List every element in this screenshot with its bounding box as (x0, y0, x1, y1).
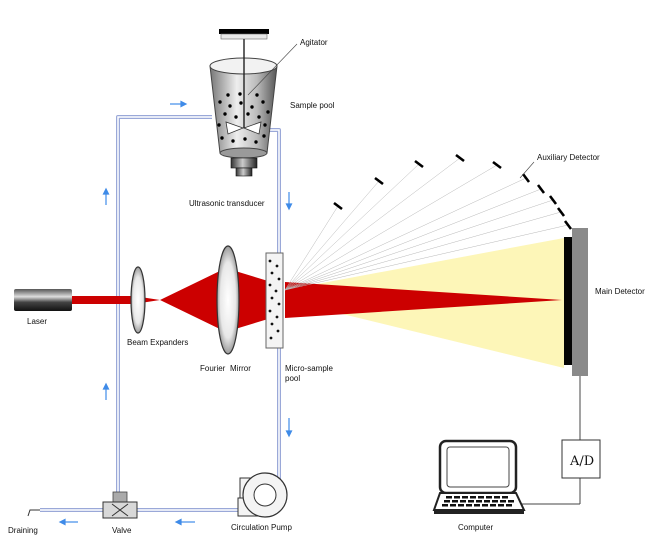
circulation-pump (237, 472, 288, 518)
auxiliary-detector-label: Auxiliary Detector (537, 153, 600, 162)
computer (432, 439, 526, 514)
agitator-label: Agitator (300, 38, 328, 47)
ad-converter (561, 439, 601, 479)
agitator (219, 29, 269, 128)
agitator-blades-icon (225, 121, 262, 135)
circulation-pump-label: Circulation Pump (231, 523, 292, 532)
auxiliary-detectors (333, 153, 573, 230)
micro-sample-pool-label: Micro-sample (285, 364, 334, 373)
main-detector (564, 228, 588, 376)
ad-converter-label: A/D (569, 454, 594, 469)
beam-expanders-label: Beam Expanders (127, 338, 188, 347)
flow-arrow-icon (285, 418, 293, 438)
valve (102, 491, 138, 519)
laser-label: Laser (27, 317, 47, 326)
main-detector-label: Main Detector (595, 287, 645, 296)
flow-arrow-icon (102, 382, 110, 400)
draining-label: Draining (8, 526, 38, 535)
flow-arrow-icon (285, 192, 293, 211)
laser-beam (72, 268, 562, 332)
beam-expander-lens (130, 266, 146, 334)
fourier-label: Fourier (200, 364, 226, 373)
mirror-label: Mirror (230, 364, 251, 373)
flow-arrow-icon (170, 100, 188, 108)
sample-pool-label: Sample pool (290, 101, 335, 110)
drain-spout-icon (27, 509, 40, 517)
ultrasonic-transducer (230, 157, 258, 177)
flow-arrow-icon (174, 518, 195, 526)
micro-sample-pool-label-line2: pool (285, 374, 300, 383)
computer-label: Computer (458, 523, 493, 532)
fourier-lens (216, 245, 240, 355)
laser (14, 289, 72, 311)
valve-label: Valve (112, 526, 132, 535)
flow-arrow-icon (58, 518, 78, 526)
ultrasonic-transducer-label: Ultrasonic transducer (189, 199, 265, 208)
scatter-lines (284, 157, 569, 291)
flow-arrow-icon (102, 187, 110, 205)
flow-arrows (58, 100, 293, 526)
micro-sample-pool (265, 252, 284, 349)
